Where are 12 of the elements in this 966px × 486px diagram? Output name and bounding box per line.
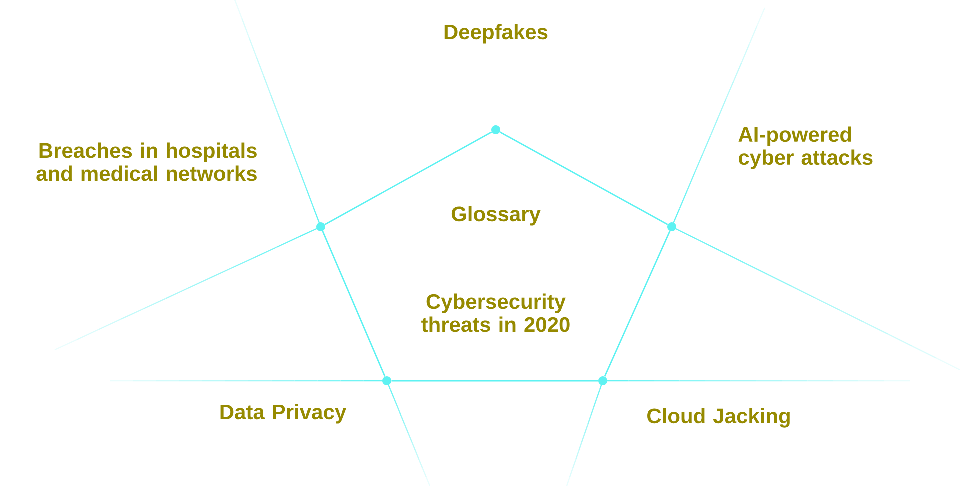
pentagon-side (604, 231, 671, 377)
pentagon-side (324, 132, 492, 226)
vertex-dot (492, 126, 500, 134)
pentagon-side (322, 231, 386, 377)
topic-label: Glossary (452, 206, 541, 226)
vertex-dot (316, 222, 326, 232)
vertex-dot (668, 222, 676, 232)
pentagon-side (392, 380, 598, 382)
vertex-dot (598, 376, 608, 386)
vertex-dot (382, 376, 392, 386)
pentagon-side (500, 132, 668, 226)
topic-label: Cybersecurity threats in 2020 (422, 294, 570, 332)
